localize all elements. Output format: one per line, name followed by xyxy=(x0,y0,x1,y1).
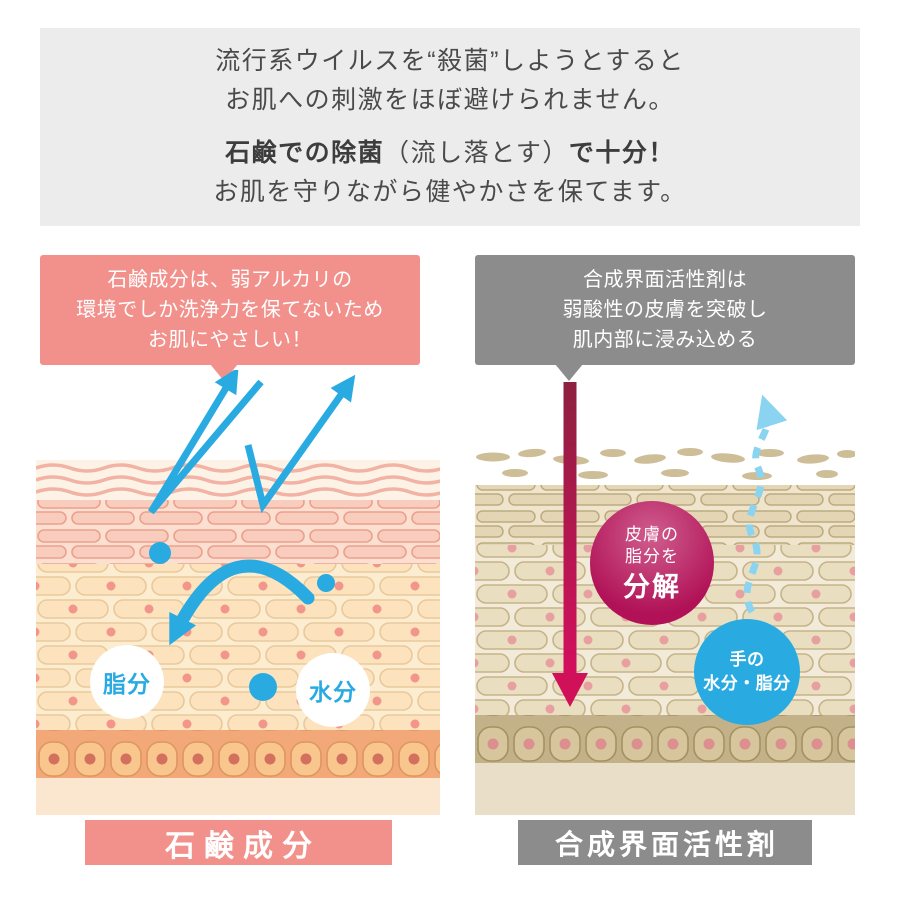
oil-circle: 脂分 xyxy=(90,645,164,719)
soap-bubble-line-2: 環境でしか洗浄力を保てないため xyxy=(76,299,384,321)
hand-moisture-circle: 手の 水分・脂分 xyxy=(694,619,800,725)
moisture-escape-dashed-arrow-icon xyxy=(743,394,788,614)
oil-circle-label: 脂分 xyxy=(103,671,151,697)
break-down-line-2: 脂分を xyxy=(625,546,679,566)
broken-surface-flakes xyxy=(476,448,855,480)
penetrate-down-arrow-icon xyxy=(552,382,588,707)
soap-action-overlay xyxy=(148,370,356,701)
water-droplet-dot xyxy=(317,574,335,592)
water-droplet-dot xyxy=(149,542,171,564)
hand-moisture-line-2: 水分・脂分 xyxy=(703,674,791,693)
surfactant-action-overlay xyxy=(552,382,788,707)
surfactant-footer-text: 合成界面活性剤 xyxy=(554,828,779,860)
surfactant-bubble: 合成界面活性剤は 弱酸性の皮膚を突破し 肌内部に浸み込める xyxy=(475,255,855,381)
water-circle: 水分 xyxy=(296,653,370,727)
water-droplet-dot xyxy=(249,673,277,701)
break-down-line-1: 皮膚の xyxy=(625,524,679,544)
soap-bubble-line-3: お肌にやさしい！ xyxy=(148,329,312,351)
break-down-line-3: 分解 xyxy=(623,571,681,602)
surfactant-bubble-line-1: 合成界面活性剤は xyxy=(583,269,747,291)
intro-line-3: 石鹸での除菌（流し落とす）で十分！ xyxy=(225,134,675,173)
surfactant-footer-label: 合成界面活性剤 xyxy=(518,820,812,865)
bounce-arrow-icon xyxy=(244,374,356,514)
intro-line-3-normal: （流し落とす） xyxy=(384,139,569,167)
intro-line-2: お肌への刺激をほぼ避けられません。 xyxy=(225,86,675,114)
intro-panel: 流行系ウイルスを“殺菌”しようとすると お肌への刺激をほぼ避けられません。 石鹸… xyxy=(40,28,860,226)
surfactant-bubble-line-3: 肌内部に浸み込める xyxy=(572,329,758,351)
wash-away-curved-arrow-icon xyxy=(169,559,315,646)
surfactant-bubble-tail xyxy=(555,364,583,381)
water-circle-label: 水分 xyxy=(309,679,357,705)
break-down-circle: 皮膚の 脂分を 分解 xyxy=(590,501,714,625)
soap-footer-text: 石鹸成分 xyxy=(165,829,321,863)
hand-moisture-line-1: 手の xyxy=(729,650,765,669)
intro-line-3-bold-b: で十分！ xyxy=(568,139,675,167)
soap-bubble: 石鹸成分は、弱アルカリの 環境でしか洗浄力を保てないため お肌にやさしい！ xyxy=(40,255,420,381)
intro-line-1: 流行系ウイルスを“殺菌”しようとすると xyxy=(215,47,685,75)
surfactant-bubble-line-2: 弱酸性の皮膚を突破し xyxy=(562,299,768,321)
soap-bubble-line-1: 石鹸成分は、弱アルカリの xyxy=(107,269,353,291)
intro-line-4: お肌を守りながら健やかさを保てます。 xyxy=(213,178,687,206)
intro-line-3-bold-a: 石鹸での除菌 xyxy=(225,139,385,167)
bounce-arrow-icon xyxy=(148,370,264,515)
soap-footer-label: 石鹸成分 xyxy=(85,820,392,865)
